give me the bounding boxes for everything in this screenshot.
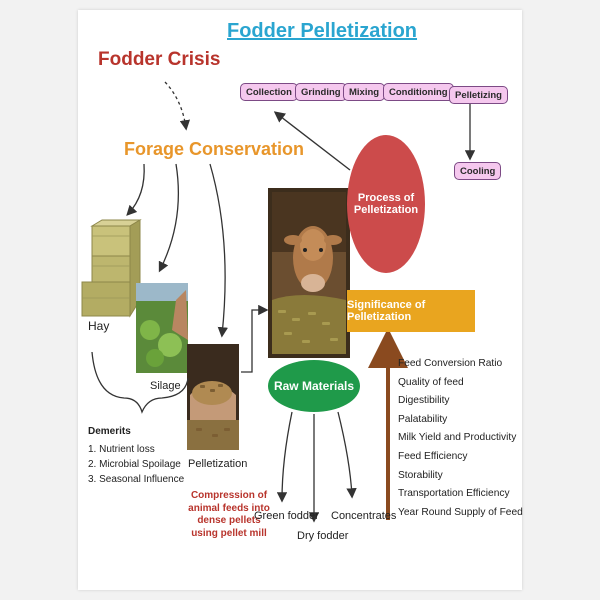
raw-materials-ellipse: Raw Materials	[268, 360, 360, 412]
silage-image	[136, 283, 188, 373]
significance-list: Feed Conversion Ratio Quality of feed Di…	[398, 358, 523, 525]
silage-label: Silage	[150, 380, 181, 392]
green-fodder-label: Green fodder	[254, 510, 319, 522]
pellet-hands-image	[187, 344, 239, 450]
raw-to-green-arrow	[276, 411, 293, 503]
significance-item: Quality of feed	[398, 376, 464, 388]
dry-fodder-label: Dry fodder	[297, 530, 349, 542]
significance-item: Feed Efficiency	[398, 450, 468, 462]
process-to-collection-arrow	[273, 111, 351, 171]
significance-box: Significance of Pelletization	[347, 290, 475, 332]
significance-item: Milk Yield and Productivity	[398, 432, 517, 444]
demerits-block: Demerits 1. Nutrient loss 2. Microbial S…	[88, 426, 184, 489]
cow-pellet-image	[268, 188, 350, 358]
raw-to-concentrates-arrow	[337, 411, 357, 499]
step-mixing: Mixing	[343, 83, 386, 101]
pellet-to-cow-arrow	[241, 304, 269, 373]
demerits-brace	[91, 351, 189, 414]
demerit-item: 2. Microbial Spoilage	[88, 459, 181, 470]
step-grinding: Grinding	[295, 83, 347, 101]
demerits-heading: Demerits	[88, 426, 131, 437]
fodder-crisis-label: Fodder Crisis	[98, 49, 221, 70]
significance-item: Feed Conversion Ratio	[398, 358, 503, 369]
pelletization-definition: Compression of animal feeds into dense p…	[188, 490, 270, 539]
process-of-pelletization: Process of Pelletization	[347, 135, 425, 273]
hay-bale-image	[81, 219, 142, 318]
conservation-to-hay-arrow	[126, 163, 145, 216]
pelletization-label: Pelletization	[188, 458, 248, 470]
page-title: Fodder Pelletization	[227, 20, 418, 42]
significance-item: Palatability	[398, 413, 448, 425]
conservation-to-silage-arrow	[158, 163, 180, 273]
process-label-line2: Pelletization	[353, 204, 419, 216]
crisis-to-conservation-arrow	[164, 81, 191, 131]
process-label-line1: Process of	[357, 192, 415, 204]
demerit-item: 1. Nutrient loss	[88, 444, 155, 455]
step-conditioning: Conditioning	[383, 83, 454, 101]
concentrates-label: Concentrates	[331, 510, 397, 522]
step-pelletizing: Pelletizing	[449, 86, 508, 104]
hay-label: Hay	[88, 319, 110, 333]
conservation-to-pellet-arrow	[209, 163, 228, 338]
significance-item: Year Round Supply of Feed	[398, 506, 523, 518]
demerit-item: 3. Seasonal Influence	[88, 474, 185, 485]
significance-item: Digestibility	[398, 395, 450, 407]
step-collection: Collection	[240, 83, 298, 101]
step-cooling: Cooling	[454, 162, 502, 180]
significance-item: Storability	[398, 469, 443, 481]
forage-conservation-label: Forage Conservation	[124, 139, 305, 159]
significance-item: Transportation Efficiency	[398, 488, 510, 500]
